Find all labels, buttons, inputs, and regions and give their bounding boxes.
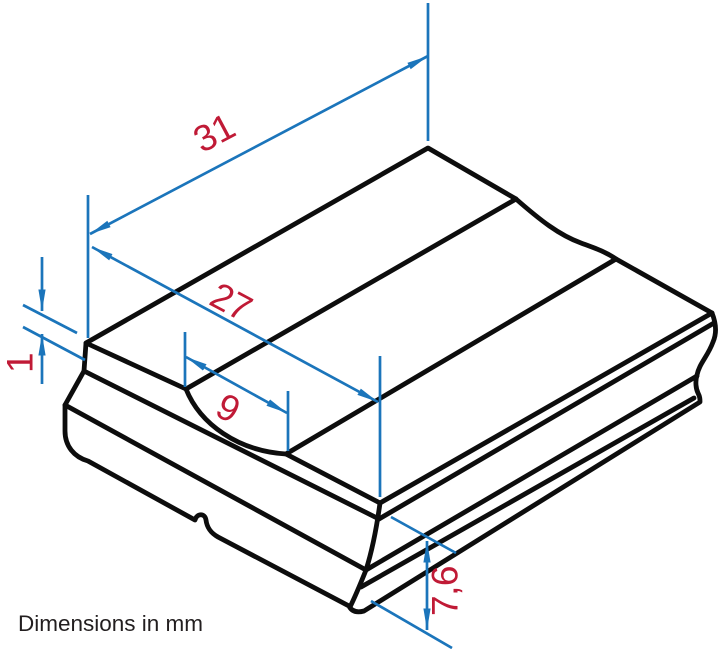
dim-line-27 — [91, 245, 379, 404]
ext-line-height-top — [390, 515, 457, 555]
bottom-chamfer-line — [358, 395, 697, 590]
dim-label-27: 27 — [204, 274, 259, 329]
end-face-front-boundary — [347, 500, 383, 610]
ext-line-step-upper — [22, 303, 78, 335]
dimension-lines — [38, 54, 431, 630]
ext-line-height-bottom — [370, 599, 453, 649]
dim-label-1: 1 — [0, 353, 41, 373]
part-outline — [62, 145, 718, 615]
part-silhouette — [62, 145, 718, 615]
dim-label-76: 7,6 — [425, 566, 466, 616]
dim-label-9: 9 — [210, 385, 247, 431]
dim-line-9 — [185, 355, 288, 415]
dimension-extension-lines — [22, 3, 457, 649]
dim-label-31: 31 — [187, 105, 242, 160]
top-face-groove-line-2 — [283, 256, 619, 457]
dim-line-31 — [89, 54, 429, 236]
front-face-top-edge — [377, 310, 715, 506]
ext-line-step-lower — [22, 325, 86, 362]
units-note: Dimensions in mm — [18, 611, 203, 636]
